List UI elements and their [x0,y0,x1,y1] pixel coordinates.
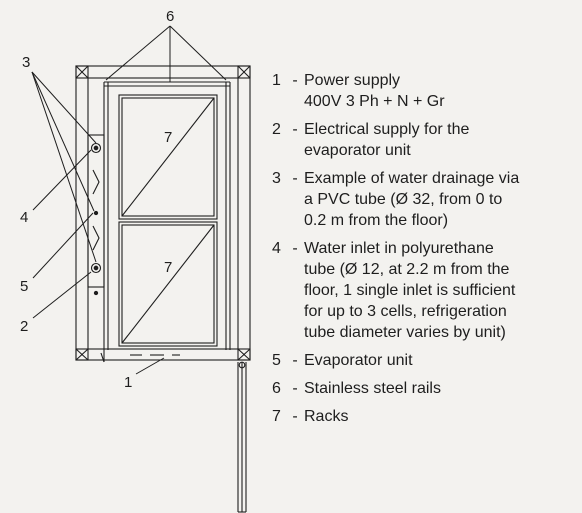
callout-rails: 6 [166,8,174,25]
callout-water-inlet: 4 [20,209,28,226]
legend-text: Water inlet in polyurethane tube (Ø 12, a… [304,238,574,343]
callout-rack-lower: 7 [164,259,172,276]
drain-point [93,210,99,216]
callout-evaporator: 5 [20,278,28,295]
cell-outer-wall [75,65,251,361]
legend-line: Water inlet in polyurethane [304,240,494,257]
legend-number: 4 [272,240,281,257]
legend-item-5: 5-Evaporator unit [272,350,574,371]
legend-separator: - [292,352,298,369]
rail-top [88,77,238,87]
legend-number: 3 [272,170,281,187]
legend-line: 400V 3 Ph + N + Gr [304,93,445,110]
legend-line: Stainless steel rails [304,380,441,397]
evaporator-unit [87,134,105,288]
legend-text: Racks [304,406,574,427]
legend-text: Electrical supply for the evaporator unit [304,119,574,161]
legend-item-2: 2-Electrical supply for the evaporator un… [272,119,574,161]
callout-power-supply: 1 [124,374,132,391]
legend-text: Power supply 400V 3 Ph + N + Gr [304,70,574,112]
callout-rack-upper: 7 [164,129,172,146]
corner-post [75,65,89,79]
legend-line: Electrical supply for the [304,121,470,138]
legend-line: Racks [304,408,349,425]
legend-item-6: 6-Stainless steel rails [272,378,574,399]
water-inlet-fitting [90,142,102,154]
leader-lines [31,25,227,375]
legend-number: 7 [272,408,281,425]
legend-number: 1 [272,72,281,89]
corner-post [237,65,251,79]
legend-number: 6 [272,380,281,397]
legend-line: for up to 3 cells, refrigeration [304,303,507,320]
legend-separator: - [292,380,298,397]
cell-inner-wall [87,77,239,350]
legend-line: tube (Ø 12, at 2.2 m from the [304,261,510,278]
legend-item-7: 7-Racks [272,406,574,427]
legend-text: Stainless steel rails [304,378,574,399]
legend-number: 5 [272,352,281,369]
corner-post [75,348,89,361]
rail-left-end-tick [100,352,105,363]
callout-water-drainage: 3 [22,54,30,71]
legend-line: a PVC tube (Ø 32, from 0 to [304,191,503,208]
cell-plan-diagram: 6 3 7 7 4 5 2 1 [20,8,251,513]
legend-separator: - [292,240,298,257]
rail-right [225,82,231,350]
corner-post [237,348,251,361]
legend-line: Power supply [304,72,401,89]
legend-line: 0.2 m from the floor) [304,212,449,229]
rack-upper [118,94,218,220]
legend-text: Evaporator unit [304,350,574,371]
legend-line: Example of water drainage via [304,170,520,187]
door-leaf [237,362,247,513]
drain-point [93,290,99,296]
legend-item-4: 4-Water inlet in polyurethane tube (Ø 12,… [272,238,574,343]
legend-line: floor, 1 single inlet is sufficient [304,282,516,299]
legend-separator: - [292,72,298,89]
legend-text: Example of water drainage via a PVC tube … [304,168,574,231]
electrical-supply-fitting [90,262,102,274]
legend-separator: - [292,408,298,425]
legend-line: tube diameter varies by unit) [304,324,506,341]
legend-line: Evaporator unit [304,352,413,369]
rail-left [103,82,109,362]
legend-item-3: 3-Example of water drainage via a PVC tub… [272,168,574,231]
legend-separator: - [292,170,298,187]
door-hinge [238,361,246,369]
legend-number: 2 [272,121,281,138]
callout-electrical-supply: 2 [20,318,28,335]
rack-lower [118,221,218,347]
legend-separator: - [292,121,298,138]
legend-item-1: 1-Power supply 400V 3 Ph + N + Gr [272,70,574,112]
legend-line: evaporator unit [304,142,411,159]
